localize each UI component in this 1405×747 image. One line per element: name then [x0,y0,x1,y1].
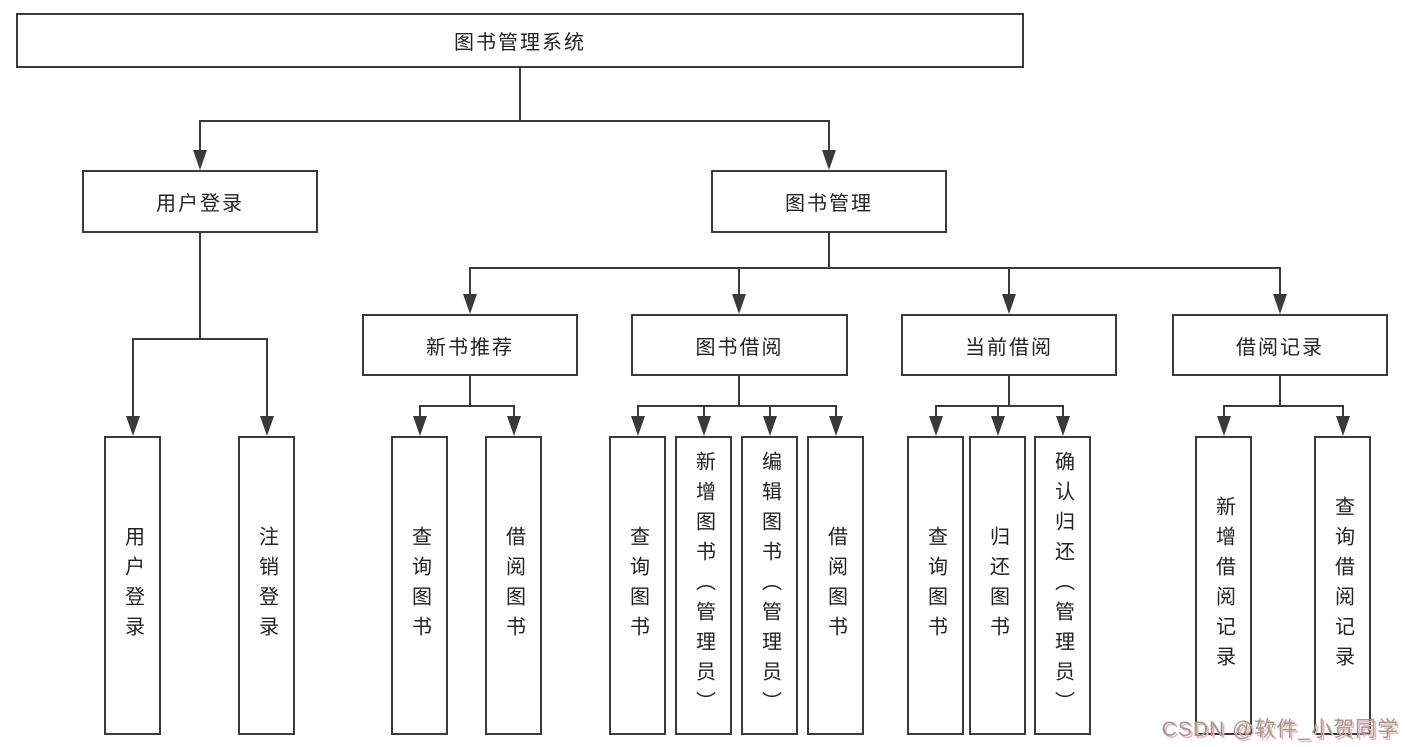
connector-stem-level3 [1008,267,1010,294]
leaf-query-borrow-record: 查询借阅记录 [1314,436,1371,735]
connector-stem-leaf [703,405,705,416]
connector-stem-leaf [997,405,999,416]
leaf-confirm-return-admin: 确认归还（管理员） [1034,436,1091,735]
connector-stem-level3 [738,267,740,294]
connector-stem-leaf [1342,405,1344,416]
arrowhead-down-icon [1217,416,1231,436]
arrowhead-down-icon [126,416,140,436]
node-borrow-records: 借阅记录 [1172,314,1388,376]
arrowhead-down-icon [1336,416,1350,436]
arrowhead-down-icon [1273,294,1287,314]
connector-book-borrow-trunk [738,376,740,405]
connector-stem-leaf [1062,405,1064,416]
arrowhead-down-icon [413,416,427,436]
arrowhead-down-icon [822,150,836,170]
connector-stem-level3 [469,267,471,294]
leaf-user-login: 用户登录 [104,436,161,735]
arrowhead-down-icon [929,416,943,436]
connector-borrow-records-trunk [1279,376,1281,405]
arrowhead-down-icon [697,416,711,436]
arrowhead-down-icon [507,416,521,436]
connector-stem-book-management [828,120,830,150]
connector-new-book-split [419,405,515,407]
connector-stem-leaf [935,405,937,416]
connector-stem-level3 [1279,267,1281,294]
node-root: 图书管理系统 [16,13,1024,68]
connector-current-borrow-split [935,405,1064,407]
connector-new-book-trunk [469,376,471,405]
arrowhead-down-icon [763,416,777,436]
leaf-borrow-books-recommend: 借阅图书 [485,436,542,735]
leaf-query-books-recommend: 查询图书 [391,436,448,735]
arrowhead-down-icon [463,294,477,314]
leaf-logout-login: 注销登录 [238,436,295,735]
node-new-book-recommend: 新书推荐 [362,314,578,376]
connector-stem-leaf [419,405,421,416]
node-current-borrow: 当前借阅 [901,314,1117,376]
leaf-add-borrow-record: 新增借阅记录 [1195,436,1252,735]
connector-book-management-trunk [828,233,830,267]
node-book-management: 图书管理 [711,170,947,233]
connector-stem-leaf [132,338,134,416]
arrowhead-down-icon [631,416,645,436]
connector-stem-leaf [835,405,837,416]
connector-level3-split [469,267,1281,269]
connector-stem-leaf [266,338,268,416]
connector-root-trunk [519,68,521,120]
leaf-query-books-borrow: 查询图书 [609,436,666,735]
connector-stem-leaf [513,405,515,416]
arrowhead-down-icon [991,416,1005,436]
connector-user-login-split [132,338,268,340]
leaf-add-books-admin: 新增图书（管理员） [675,436,732,735]
connector-user-login-trunk [199,233,201,338]
connector-current-borrow-trunk [1008,376,1010,405]
leaf-edit-books-admin: 编辑图书（管理员） [741,436,798,735]
connector-stem-leaf [769,405,771,416]
arrowhead-down-icon [1056,416,1070,436]
arrowhead-down-icon [829,416,843,436]
connector-stem-leaf [637,405,639,416]
connector-stem-user-login [199,120,201,150]
connector-stem-leaf [1223,405,1225,416]
leaf-query-books-current: 查询图书 [907,436,964,735]
connector-book-borrow-split [637,405,837,407]
arrowhead-down-icon [732,294,746,314]
leaf-return-books: 归还图书 [969,436,1026,735]
node-book-borrow: 图书借阅 [631,314,848,376]
arrowhead-down-icon [193,150,207,170]
connector-level2-split [199,120,830,122]
connector-borrow-records-split [1223,405,1344,407]
node-user-login: 用户登录 [82,170,318,233]
arrowhead-down-icon [260,416,274,436]
arrowhead-down-icon [1002,294,1016,314]
leaf-borrow-books: 借阅图书 [807,436,864,735]
csdn-watermark: CSDN @软件_小贺同学 [1161,718,1399,741]
